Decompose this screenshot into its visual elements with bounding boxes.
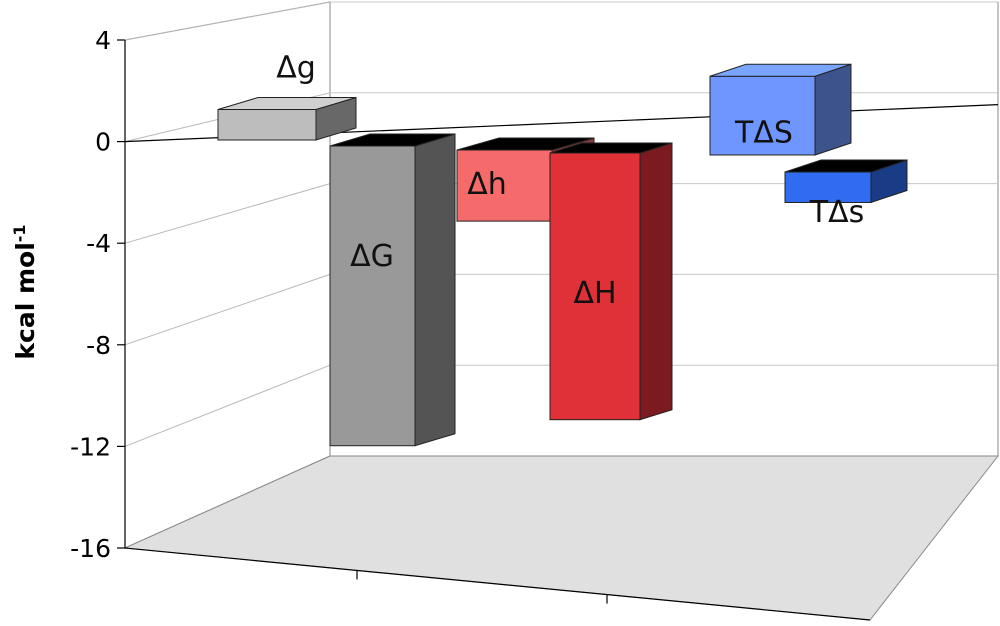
y-tick-label: 0 [95, 128, 111, 157]
bar-back-2-side [814, 63, 852, 156]
bar-back-1-face [456, 149, 553, 222]
bar-front-2 [784, 159, 908, 204]
bar-front-0-top [329, 133, 456, 147]
bar-front-1-side [639, 142, 673, 421]
bar-label-back-2: TΔS [734, 115, 793, 150]
bar-front-0-side [414, 133, 456, 447]
gridline-left [124, 364, 331, 447]
bar-front-1-face [549, 152, 641, 421]
bar-back-0 [217, 96, 357, 141]
bar-label-front-1: ΔH [573, 276, 616, 311]
bar-back-2 [709, 63, 852, 156]
bar-label-back-1: Δh [467, 167, 507, 202]
bar-label-back-0: Δg [276, 51, 316, 86]
x-axis-line [124, 547, 871, 621]
bars [217, 63, 908, 447]
bar-back-0-top [217, 97, 357, 111]
bar-front-1-top [549, 142, 673, 154]
bar-label-front-2: TΔs [809, 195, 864, 230]
bar-front-2-face [784, 171, 872, 203]
bar-back-1-top [456, 137, 595, 151]
bar-label-front-0: ΔG [350, 239, 394, 274]
y-tick-label: -8 [86, 331, 111, 360]
bar-front-2-top [784, 159, 908, 173]
bar-back-2-top [709, 63, 852, 77]
gridline-left [124, 1, 331, 41]
bar-front-0-face [329, 145, 416, 447]
bar-back-0-face [217, 109, 317, 141]
bar-front-1 [549, 142, 673, 421]
axes: 4 0 -4 -8 -12 -16 kcal mol-1 [10, 26, 999, 621]
y-tick-label: -16 [70, 534, 111, 563]
gridline-left [124, 273, 331, 346]
y-tick-label: -4 [86, 229, 111, 258]
bar-front-0 [329, 133, 456, 447]
y-axis-title: kcal mol-1 [10, 224, 40, 359]
y-tick-label: 4 [95, 26, 111, 55]
y-tick-label: -12 [70, 432, 111, 461]
gridline-left [124, 183, 331, 244]
